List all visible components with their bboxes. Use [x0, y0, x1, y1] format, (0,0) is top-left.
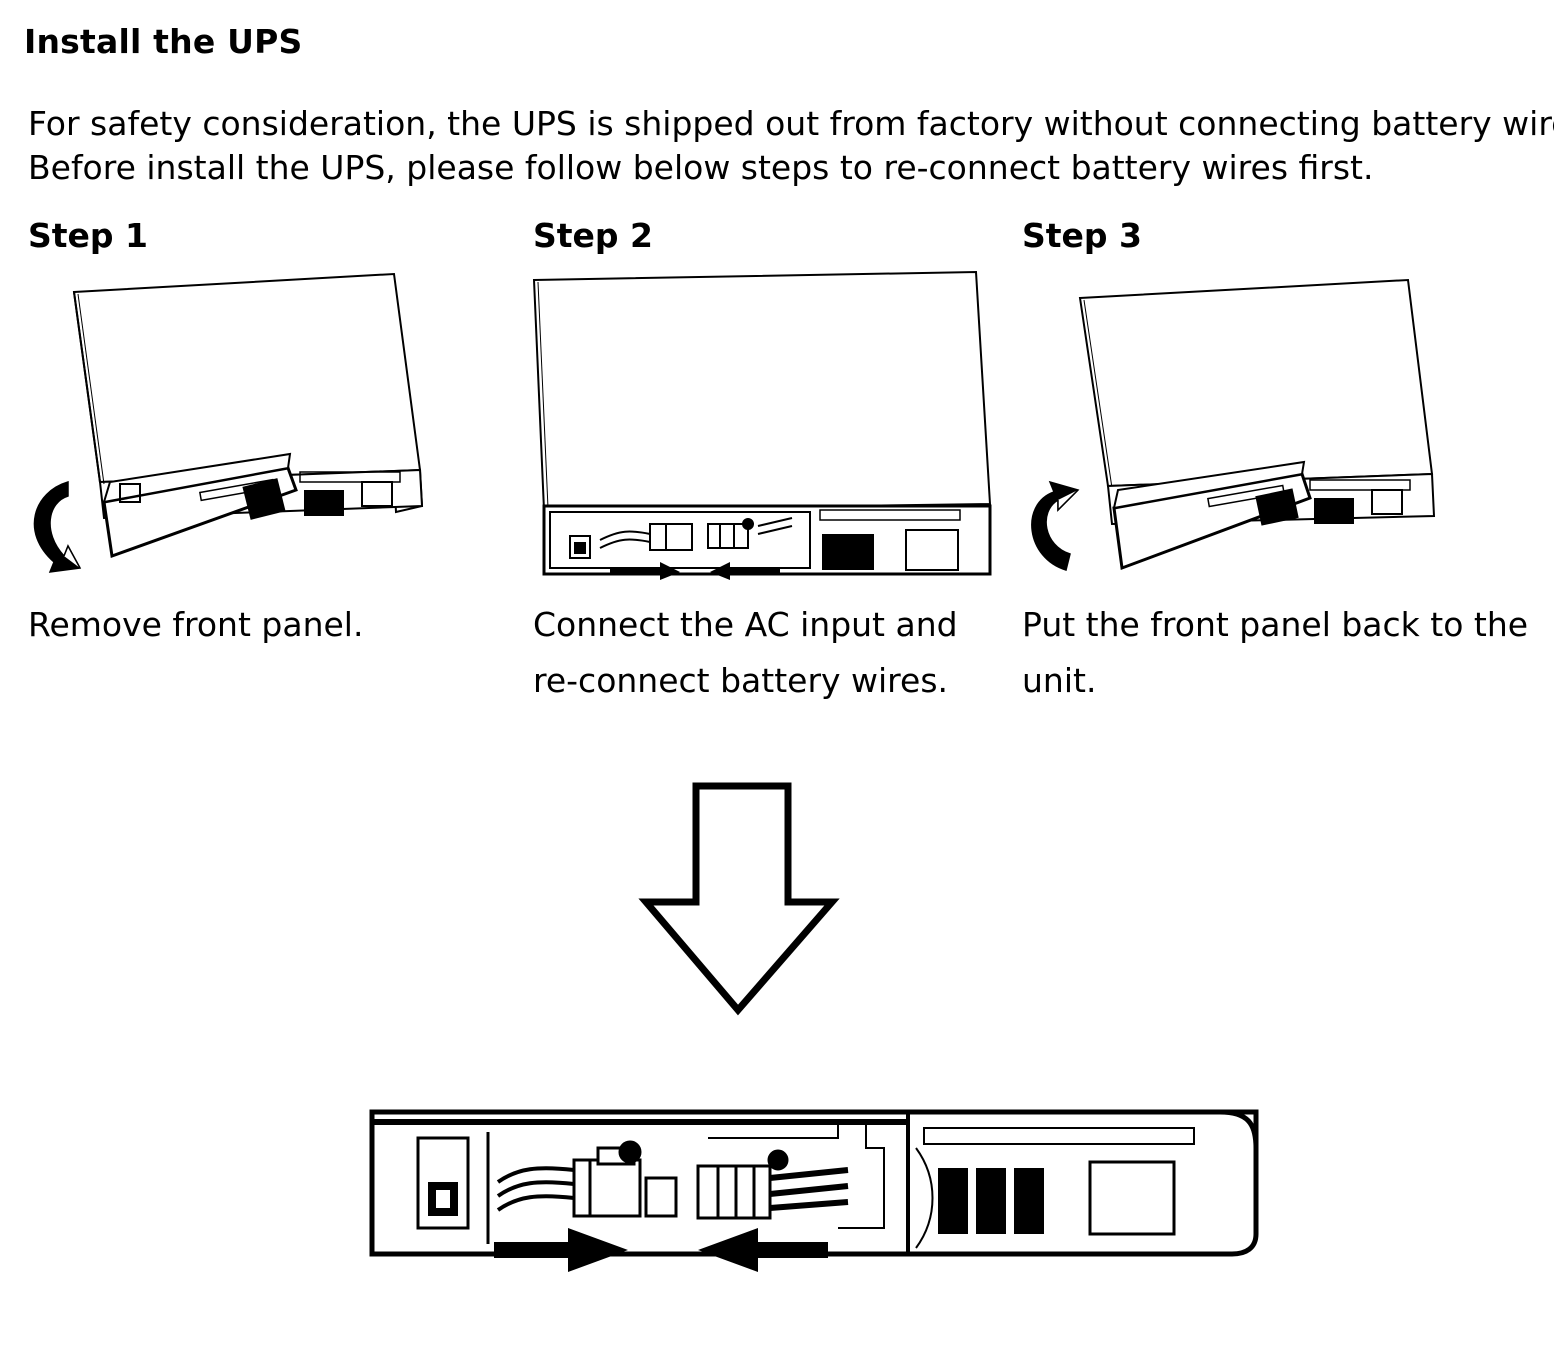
step-2-heading: Step 2 — [533, 216, 653, 255]
step-3-heading: Step 3 — [1022, 216, 1142, 255]
step-1-heading: Step 1 — [28, 216, 148, 255]
page-title: Install the UPS — [24, 22, 303, 61]
step-2-illustration — [532, 270, 992, 580]
step-2-caption-line-1: Connect the AC input and — [533, 605, 958, 644]
step-1-illustration — [33, 272, 424, 573]
rotate-down-arrow-icon — [33, 480, 82, 573]
intro-line-1: For safety consideration, the UPS is shi… — [28, 104, 1554, 143]
down-arrow-icon — [638, 782, 840, 1016]
step-2-caption: Connect the AC input and re-connect batt… — [533, 597, 958, 709]
step-3-caption: Put the front panel back to the unit. — [1022, 597, 1528, 709]
intro-text: For safety consideration, the UPS is shi… — [28, 102, 1554, 190]
step-3-caption-line-2: unit. — [1022, 661, 1097, 700]
step-3-illustration — [1031, 278, 1436, 571]
connector-detail-illustration — [369, 1109, 1259, 1272]
step-1-caption: Remove front panel. — [28, 597, 363, 653]
step-2-caption-line-2: re-connect battery wires. — [533, 661, 949, 700]
step-1-caption-line-1: Remove front panel. — [28, 605, 364, 644]
rotate-up-arrow-icon — [1031, 480, 1080, 571]
step-3-caption-line-1: Put the front panel back to the — [1022, 605, 1529, 644]
intro-line-2: Before install the UPS, please follow be… — [28, 148, 1374, 187]
